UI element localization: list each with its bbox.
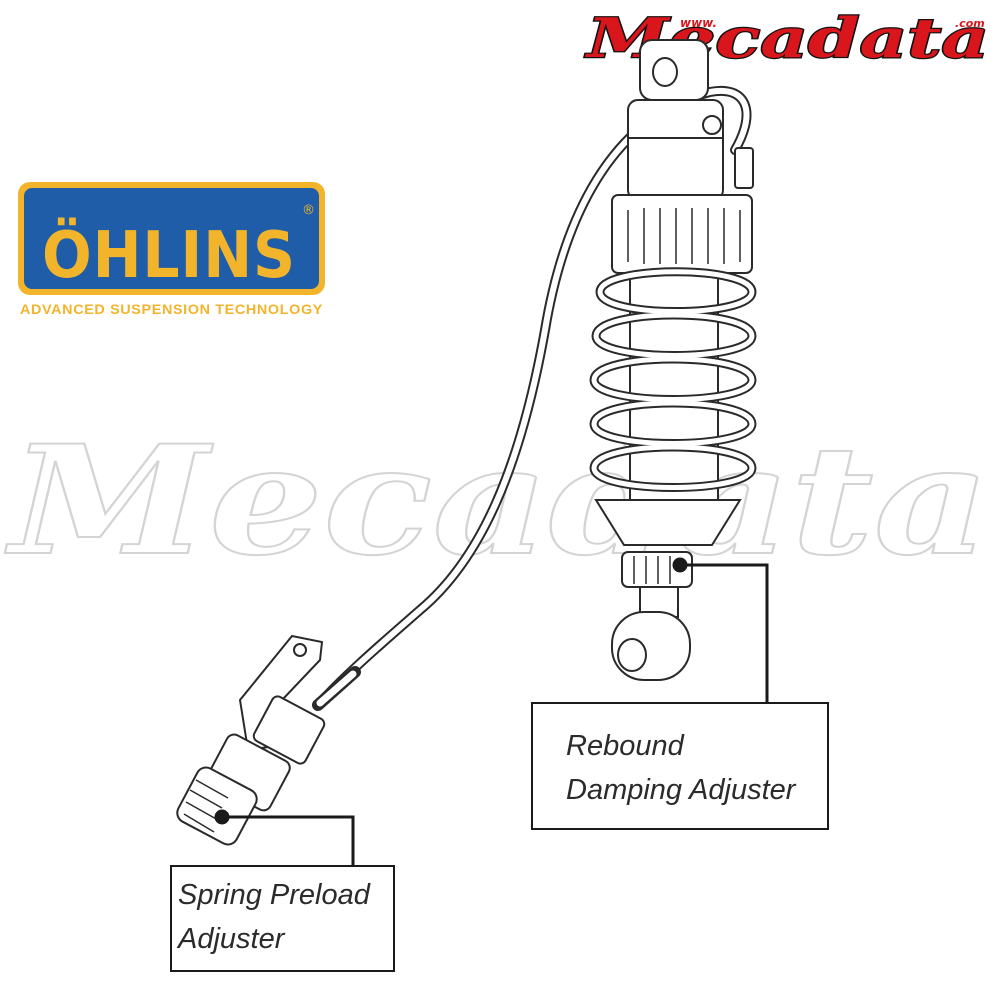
top-mount-bore bbox=[652, 57, 678, 87]
shock-body bbox=[627, 99, 724, 201]
rebound-callout-box: Rebound Damping Adjuster bbox=[531, 702, 829, 830]
rebound-leader-line bbox=[680, 563, 769, 703]
preload-leader-line bbox=[222, 815, 355, 866]
preload-leader-dot bbox=[214, 809, 230, 825]
preload-callout-line-1: Spring Preload bbox=[178, 879, 370, 911]
rebound-callout-line-2: Damping Adjuster bbox=[566, 774, 796, 806]
callout-leaders bbox=[214, 557, 769, 866]
ohlins-wordmark: ÖHLINS bbox=[42, 217, 296, 293]
hose-fill bbox=[315, 87, 750, 708]
preload-callout-box: Spring Preload Adjuster bbox=[170, 865, 395, 972]
rebound-callout-line-1: Rebound bbox=[566, 730, 684, 762]
hose-fitting bbox=[734, 147, 754, 189]
rebound-leader-dot bbox=[672, 557, 688, 573]
ohlins-logo: ÖHLINS ® ADVANCED SUSPENSION TECHNOLOGY bbox=[18, 182, 325, 317]
lower-spring-seat bbox=[594, 499, 742, 546]
preload-callout-line-2: Adjuster bbox=[178, 923, 285, 955]
bracket-hole bbox=[293, 643, 307, 657]
ohlins-registered-mark: ® bbox=[302, 203, 315, 218]
remote-hose bbox=[312, 85, 752, 711]
adjuster-housing bbox=[252, 695, 326, 765]
ohlins-tagline: ADVANCED SUSPENSION TECHNOLOGY bbox=[20, 302, 323, 317]
body-bolt bbox=[702, 115, 722, 135]
preload-collar bbox=[611, 194, 753, 274]
collar-ribs bbox=[627, 208, 741, 264]
ohlins-logo-field bbox=[24, 188, 319, 289]
mecadata-com-suffix: .com bbox=[955, 17, 985, 30]
shock-absorber bbox=[589, 39, 757, 681]
remote-preload-adjuster bbox=[176, 634, 326, 846]
mecadata-www-prefix: www. bbox=[680, 16, 717, 30]
bottom-mount-bore bbox=[617, 638, 647, 672]
